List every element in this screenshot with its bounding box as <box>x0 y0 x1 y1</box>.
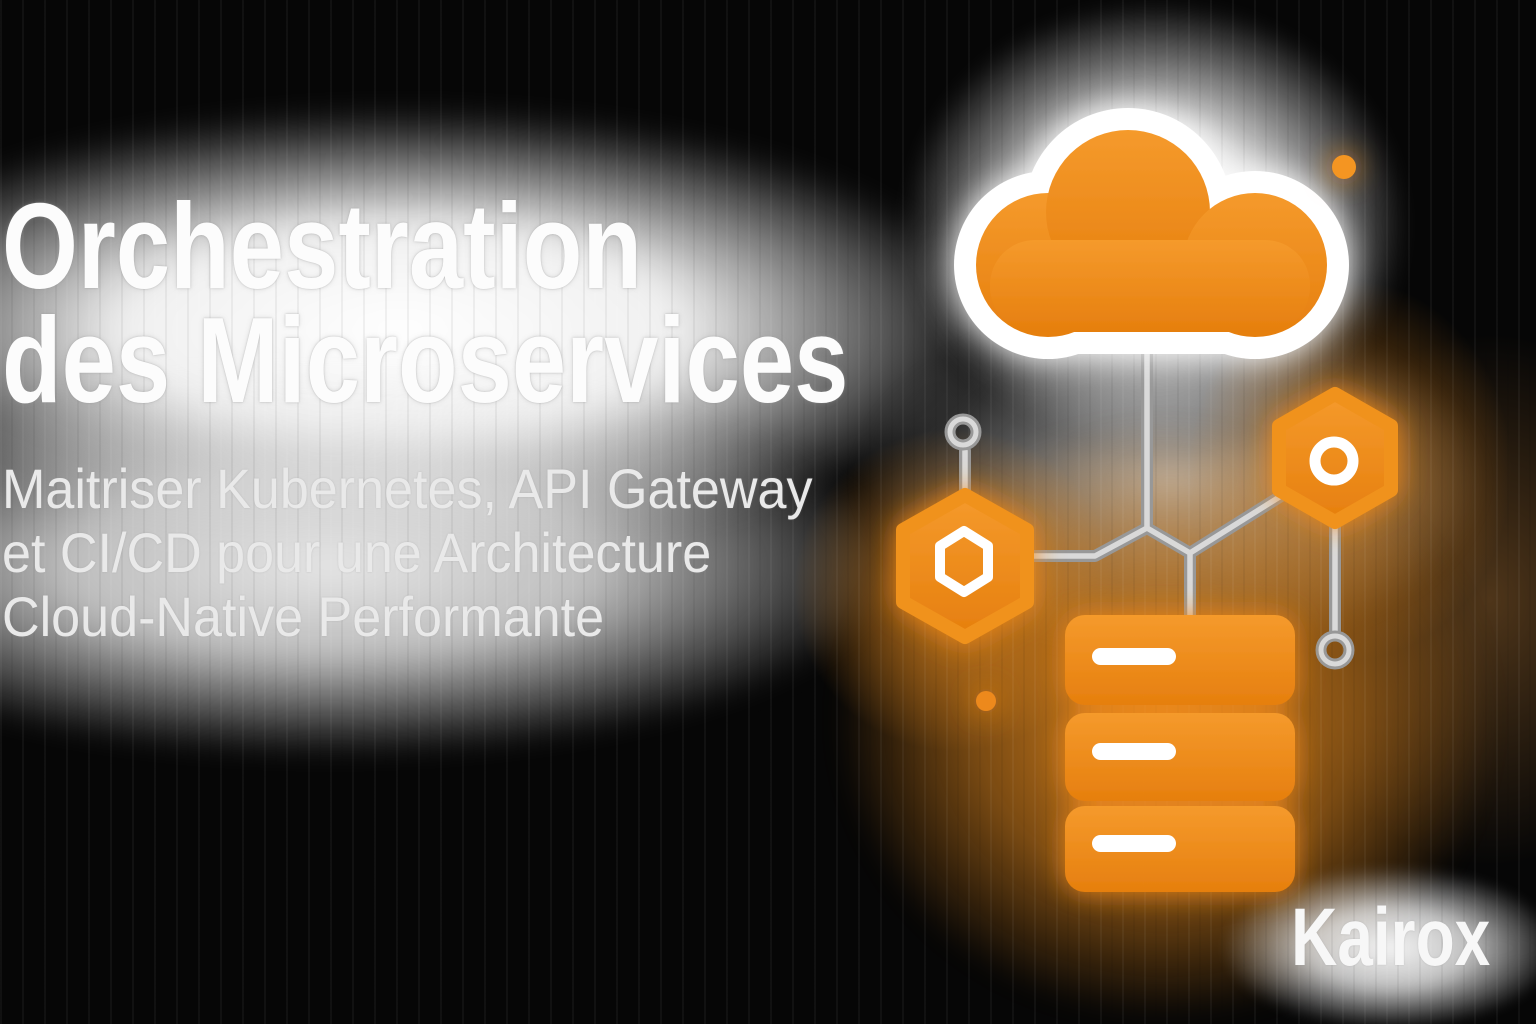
brand-logo-text: Kairox <box>1290 892 1490 983</box>
page-title: Orchestration des Microservices <box>2 178 1060 428</box>
subtitle-line-1: Maitriser Kubernetes, API Gateway <box>2 457 813 520</box>
subtitle: Maitriser Kubernetes, API Gateway et CI/… <box>2 457 874 649</box>
subtitle-line-3: Cloud-Native Performante <box>2 585 605 648</box>
database-row-light <box>1092 743 1176 760</box>
title-line-2: des Microservices <box>2 292 849 428</box>
decorative-dot <box>976 691 996 711</box>
database-stack-icon <box>1065 615 1295 892</box>
decorative-dot <box>1332 155 1356 179</box>
title-line-1: Orchestration <box>2 178 642 314</box>
hexagon-service-node-left-icon <box>896 488 1034 644</box>
background-glow-warm-right <box>1270 320 1536 880</box>
database-row-light <box>1092 648 1176 665</box>
node-ring-terminal-icon <box>944 413 982 451</box>
subtitle-line-2: et CI/CD pour une Architecture <box>2 521 712 584</box>
node-ring-terminal-icon <box>1315 630 1355 670</box>
background-glow-orange-right <box>1180 270 1520 670</box>
database-row-light <box>1092 835 1176 852</box>
hexagon-service-node-right-icon <box>1272 387 1398 529</box>
